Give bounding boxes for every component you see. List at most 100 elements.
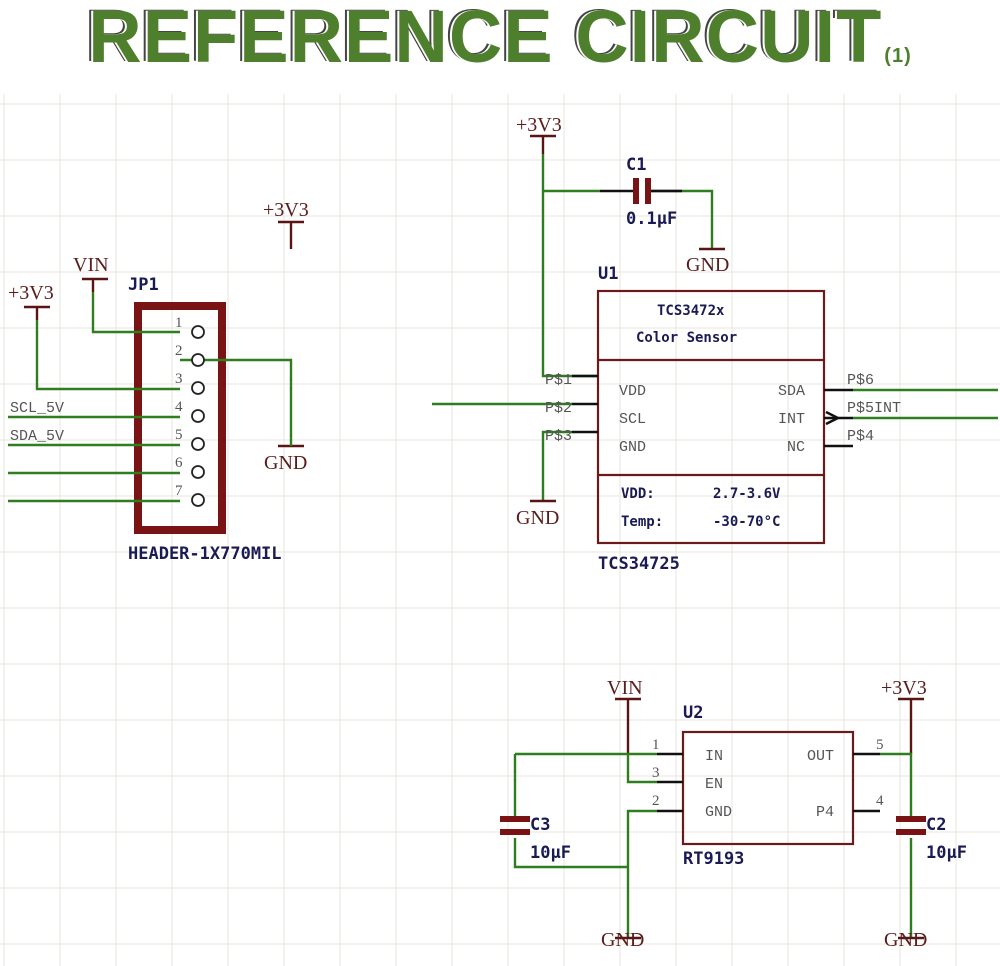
u2-left-leads xyxy=(657,752,683,813)
u2-pin-1: 1 xyxy=(652,737,660,753)
page-title: REFERENCE CIRCUIT(1) xyxy=(0,0,1000,79)
u2-ref: U2 xyxy=(683,703,703,723)
floating-3v3-label: +3V3 xyxy=(263,199,309,221)
c1-plate-a xyxy=(633,178,639,204)
u2-pin-3: 3 xyxy=(652,765,660,781)
c3-value: 10µF xyxy=(530,843,571,863)
wire-sda-int xyxy=(853,388,998,420)
wire-u2-gnd xyxy=(626,809,657,938)
wire-c2 xyxy=(880,752,913,938)
u1-sensor: U1 TCS3472x Color Sensor VDD: 2.7-3.6V T… xyxy=(432,264,998,574)
jp1-pin-number: 6 xyxy=(175,455,183,471)
jp1-pin-number: 4 xyxy=(175,399,183,415)
sda-net-label: SDA_5V xyxy=(10,428,64,445)
jp1-pin-3 xyxy=(191,381,205,395)
u1-pin-p1: P$1 xyxy=(545,372,572,389)
title-text: REFERENCE CIRCUIT xyxy=(88,0,883,78)
wire-3v3-pin3 xyxy=(35,320,180,391)
jp1-pin-4 xyxy=(191,409,205,423)
u2-3v3-label: +3V3 xyxy=(881,677,927,699)
jp1-part: HEADER-1X770MIL xyxy=(128,544,282,564)
scl-net-label: SCL_5V xyxy=(10,400,64,417)
u2-part: RT9193 xyxy=(683,849,744,869)
grid xyxy=(0,94,1000,966)
wire-u1-gnd xyxy=(541,430,572,501)
u1-pin-p5: P$5INT xyxy=(847,400,901,417)
title-footnote: (1) xyxy=(884,45,912,67)
c1-gnd-label: GND xyxy=(686,254,729,276)
jp1-pin-number: 7 xyxy=(175,483,183,499)
jp1-ref: JP1 xyxy=(128,275,159,295)
u1-vdd-spec-value: 2.7-3.6V xyxy=(713,486,781,502)
wire-3v3-vdd xyxy=(541,154,598,378)
c3-plate-a xyxy=(500,816,530,822)
u2-3v3-symbol xyxy=(898,697,924,754)
u1-temp-spec-value: -30-70°C xyxy=(713,514,780,530)
u1-pin-sda: SDA xyxy=(778,383,805,400)
u1-vdd-spec-label: VDD: xyxy=(621,486,655,502)
u1-3v3-symbol xyxy=(530,134,556,154)
jp1-pin-2 xyxy=(191,353,205,367)
jp1-pin-number: 1 xyxy=(175,315,183,331)
u1-dividers xyxy=(598,358,824,477)
u2-regulator: VIN +3V3 U2 RT9193 1 3 2 IN EN GND 5 4 O… xyxy=(500,677,967,951)
u1-pin-int: INT xyxy=(778,411,805,428)
jp1-pin-7 xyxy=(191,493,205,507)
c3-ref: C3 xyxy=(530,815,550,835)
u1-pin-gnd: GND xyxy=(619,439,646,456)
wire-vin-in-en xyxy=(515,752,657,784)
u2-pin-5: 5 xyxy=(876,737,884,753)
jp1-pin-1 xyxy=(191,325,205,339)
c1-plate-b xyxy=(645,178,651,204)
u2-pin-en: EN xyxy=(705,776,723,793)
u2-pin-2: 2 xyxy=(652,793,660,809)
u1-part: TCS34725 xyxy=(598,554,680,574)
c2-ref: C2 xyxy=(926,815,946,835)
u1-temp-spec-label: Temp: xyxy=(621,514,663,530)
u2-pin-p4: P4 xyxy=(816,804,834,821)
u1-pin-p6: P$6 xyxy=(847,372,874,389)
u1-pin-p3: P$3 xyxy=(545,428,572,445)
u1-pin-p4: P$4 xyxy=(847,428,874,445)
u2-pin-gnd: GND xyxy=(705,804,732,821)
u1-left-pin-leads xyxy=(572,374,598,434)
int-output-marker xyxy=(825,410,841,426)
c1-3v3-label: +3V3 xyxy=(516,114,562,136)
c1-value: 0.1µF xyxy=(626,209,677,229)
u2-pin-4: 4 xyxy=(876,793,884,809)
jp1-vin-label: VIN xyxy=(73,254,109,276)
c2-value: 10µF xyxy=(926,843,967,863)
jp1-pin-number: 5 xyxy=(175,427,183,443)
u1-desc-1: TCS3472x xyxy=(657,303,725,319)
jp1-pin-number: 3 xyxy=(175,371,183,387)
u1-ref: U1 xyxy=(598,264,618,284)
c2-plate-a xyxy=(896,816,926,822)
u1-pin-nc: NC xyxy=(787,439,805,456)
wire-vin-pin1 xyxy=(91,292,180,334)
jp1-3v3-label: +3V3 xyxy=(8,282,54,304)
c3-plate-b xyxy=(500,829,530,835)
u1-gnd-label: GND xyxy=(516,507,559,529)
floating-3v3-symbol xyxy=(278,220,304,249)
u2-vin-symbol xyxy=(615,697,641,754)
u1-pin-vdd: VDD xyxy=(619,383,646,400)
jp1-pin-number: 2 xyxy=(175,343,183,359)
jp1-pin-5 xyxy=(191,437,205,451)
c1-ref: C1 xyxy=(626,155,646,175)
u2-vin-label: VIN xyxy=(607,677,643,699)
v33-power-symbol xyxy=(24,305,50,320)
u2-gnd-right-label: GND xyxy=(884,929,927,951)
vin-power-symbol xyxy=(82,277,108,292)
u1-pin-scl: SCL xyxy=(619,411,646,428)
u2-pin-in: IN xyxy=(705,748,723,765)
u1-desc-2: Color Sensor xyxy=(636,330,737,346)
jp1-gnd-label: GND xyxy=(264,452,307,474)
u2-body xyxy=(681,730,855,846)
jp1-header: JP1 HEADER-1X770MIL VIN +3V3 +3V3 GND SC… xyxy=(8,199,309,564)
u1-pin-p2: P$2 xyxy=(545,400,572,417)
u2-right-leads xyxy=(853,752,880,813)
c2-plate-b xyxy=(896,829,926,835)
wire-pin2-gnd xyxy=(180,358,293,446)
jp1-pin-6 xyxy=(191,465,205,479)
u2-gnd-left-label: GND xyxy=(601,929,644,951)
